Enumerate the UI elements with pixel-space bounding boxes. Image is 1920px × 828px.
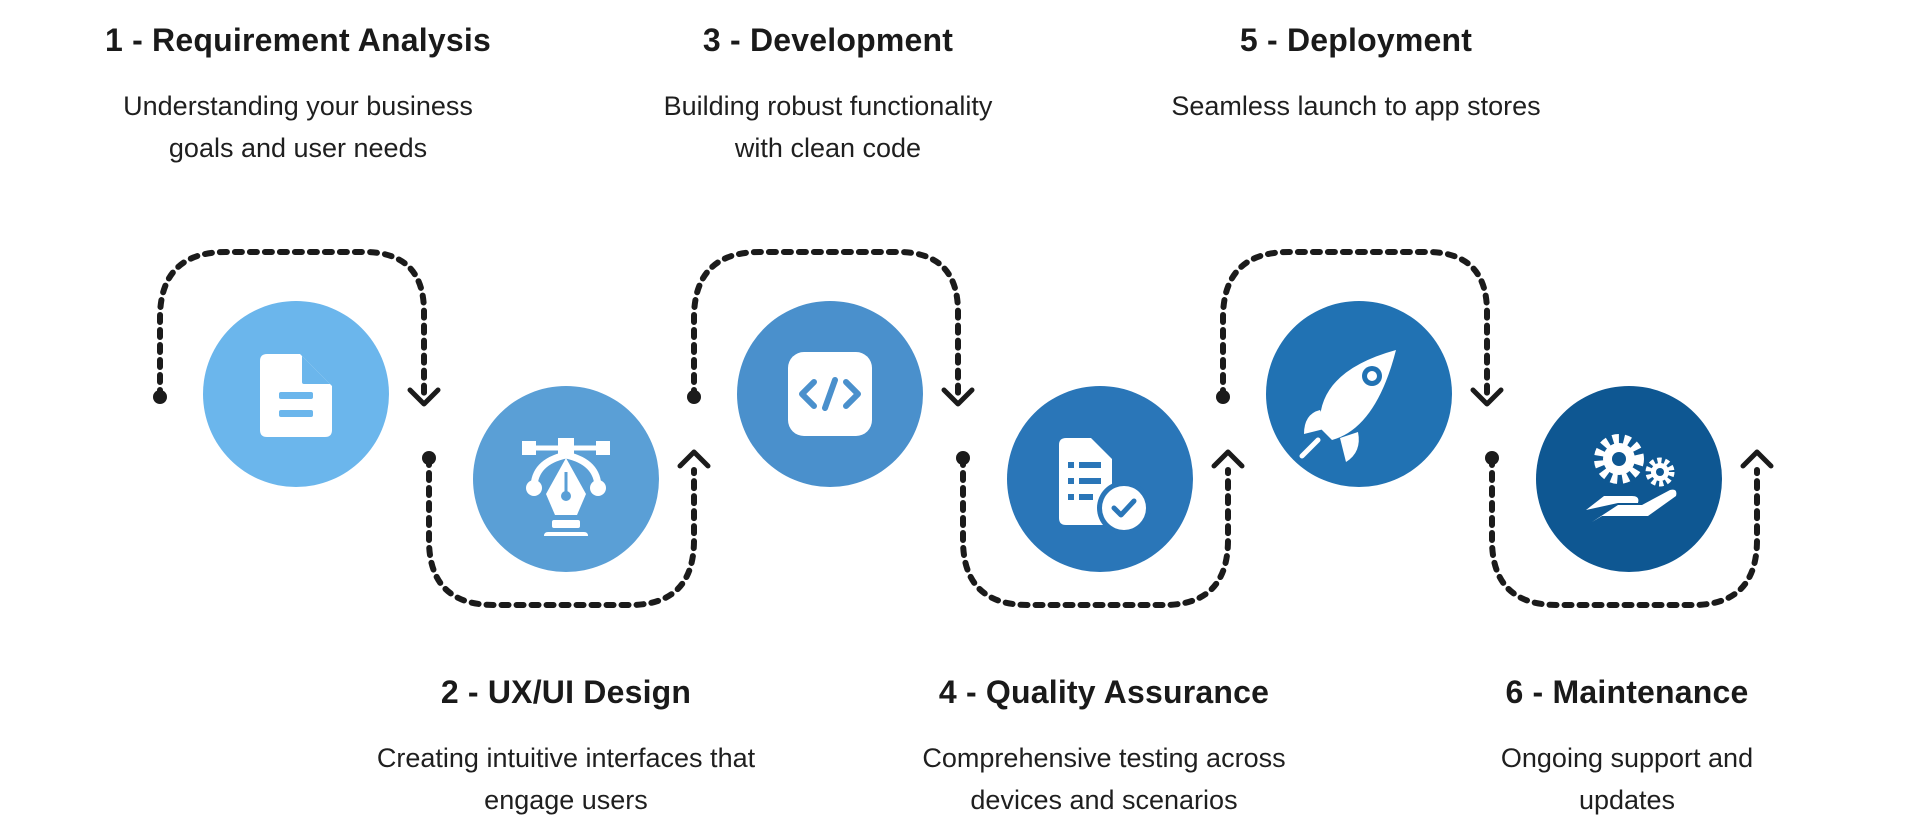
connector-dot-5 <box>1216 390 1230 404</box>
checklist-icon <box>1059 438 1151 535</box>
arrowhead-down-1 <box>407 387 441 407</box>
step-label-4: 4 - Quality Assurance Comprehensive test… <box>922 674 1285 821</box>
connector-dot-1 <box>153 390 167 404</box>
step-description-2: Creating intuitive interfaces that engag… <box>376 743 756 815</box>
connector-arc-4 <box>960 455 1231 608</box>
step-label-1: 1 - Requirement Analysis Understanding y… <box>105 22 491 169</box>
pen-tool-icon <box>522 438 610 536</box>
step-title-4: 4 - Quality Assurance <box>938 674 1270 710</box>
connector-dot-2 <box>422 451 436 465</box>
step-title-6: 6 - Maintenance <box>1505 674 1749 710</box>
connector-arc-5 <box>1220 249 1490 400</box>
step-label-6: 6 - Maintenance Ongoing support and upda… <box>1481 674 1774 821</box>
gears-hand-icon <box>1586 434 1677 522</box>
arrowhead-down-3 <box>941 387 975 407</box>
connector-arc-1 <box>157 249 427 400</box>
step-title-1: 1 - Requirement Analysis <box>105 22 491 58</box>
step-label-2: 2 - UX/UI Design Creating intuitive inte… <box>377 674 755 821</box>
connector-dot-4 <box>956 451 970 465</box>
step-description-6: Ongoing support and updates <box>1500 743 1754 815</box>
connector-dot-6 <box>1485 451 1499 465</box>
arrowhead-up-4 <box>1211 449 1245 469</box>
step-title-5: 5 - Deployment <box>1239 22 1473 58</box>
step-title-2: 2 - UX/UI Design <box>440 674 692 710</box>
arrowhead-up-2 <box>677 449 711 469</box>
arrowhead-down-5 <box>1470 387 1504 407</box>
step-description-3: Building robust functionality with clean… <box>663 91 993 163</box>
document-icon <box>260 354 332 437</box>
code-icon <box>788 352 872 436</box>
connector-arc-6 <box>1489 455 1760 608</box>
step-label-3: 3 - Development Building robust function… <box>664 22 993 169</box>
step-label-5: 5 - Deployment Seamless launch to app st… <box>1171 22 1540 127</box>
rocket-icon <box>1299 350 1396 462</box>
step-circle-6 <box>1536 386 1722 572</box>
step-description-4: Comprehensive testing across devices and… <box>922 743 1286 815</box>
step-title-3: 3 - Development <box>702 22 954 58</box>
arrowhead-up-6 <box>1740 449 1774 469</box>
step-description-1: Understanding your business goals and us… <box>123 91 473 163</box>
connector-arc-3 <box>691 249 961 400</box>
connector-arc-2 <box>426 455 697 608</box>
step-description-5: Seamless launch to app stores <box>1171 91 1541 121</box>
connector-dot-3 <box>687 390 701 404</box>
